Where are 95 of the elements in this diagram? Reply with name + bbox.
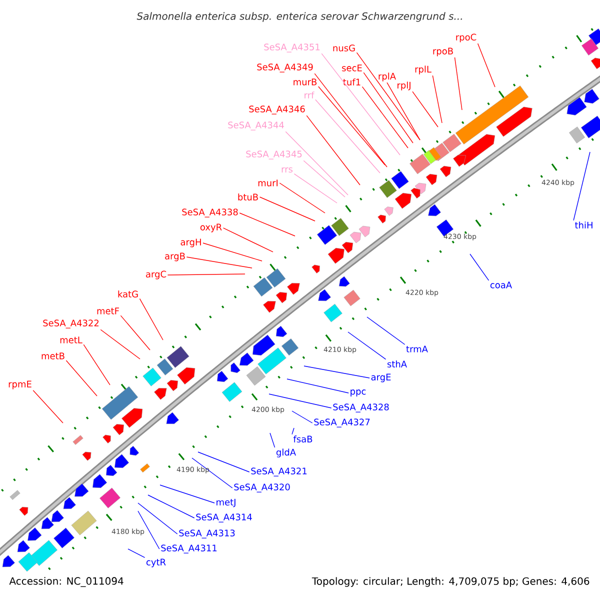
leader-line	[138, 510, 160, 550]
leader-line	[148, 494, 195, 518]
gene-label: oxyR	[200, 224, 222, 232]
leader-line	[270, 432, 276, 448]
leader-line	[314, 73, 388, 168]
gene-label: murI	[258, 180, 278, 186]
gene-label: rpoC	[456, 34, 476, 42]
gene-label: ppc	[350, 390, 366, 396]
gene-label: coaA	[490, 282, 512, 288]
gene-label: thiH	[575, 222, 592, 228]
leader-line	[315, 99, 380, 174]
leader-line	[366, 316, 406, 345]
gene-label: SeSA_A4345	[246, 150, 302, 160]
gene-label: SeSA_A4328	[333, 404, 389, 412]
gene-label: rrs	[282, 167, 293, 173]
leader-line	[470, 254, 490, 281]
gene-label: SeSA_A4351	[264, 44, 320, 52]
gene-label: katG	[118, 290, 138, 298]
gene-label: argB	[165, 252, 185, 262]
leader-line	[362, 86, 408, 148]
gene-label: metL	[60, 336, 82, 344]
gene-label: murB	[294, 78, 317, 86]
gene-label: metB	[42, 352, 64, 360]
leader-line	[138, 502, 178, 534]
leader-line	[202, 242, 262, 262]
leader-line	[186, 256, 252, 268]
leader-line	[66, 360, 98, 396]
leader-line	[292, 428, 294, 435]
genome-info-text: Topology: circular; Length: 4,709,075 bp; Genes: 4,606	[312, 577, 590, 587]
gene-label: gldA	[276, 448, 296, 458]
leader-line	[294, 173, 338, 204]
gene-label: rpmE	[8, 380, 32, 390]
gene-label: argC	[146, 270, 166, 280]
leader-line	[412, 91, 438, 128]
leader-line	[432, 75, 442, 124]
gene-label: rplJ	[398, 82, 410, 90]
leader-line	[120, 315, 150, 350]
leader-line	[318, 86, 386, 166]
leader-line	[304, 366, 370, 378]
leader-line	[363, 72, 414, 144]
gene-label: secE	[342, 64, 362, 72]
leader-line	[356, 52, 420, 140]
gene-label: fsaB	[293, 436, 312, 442]
gene-label: SeSA_A4321	[251, 468, 307, 476]
leader-line	[32, 390, 64, 424]
gene-label: nusG	[333, 44, 355, 52]
gene-label: SeSA_A4313	[179, 530, 235, 538]
leader-line	[128, 548, 146, 558]
gene-label: SeSA_A4320	[234, 484, 290, 492]
leader-line	[222, 228, 274, 252]
leader-line	[386, 82, 420, 140]
gene-label: argH	[180, 238, 201, 248]
leader-line	[83, 344, 110, 386]
leader-line	[279, 182, 326, 214]
leader-line	[573, 152, 590, 221]
gene-label: rrf	[304, 92, 314, 98]
gene-label: cytR	[146, 558, 166, 568]
leader-line	[477, 43, 496, 88]
gene-label: SeSA_A4349	[257, 64, 313, 72]
gene-label: rplL	[415, 66, 432, 74]
gene-label: SeSA_A4338	[182, 208, 238, 218]
gene-label: SeSA_A4327	[314, 418, 370, 428]
leader-line	[160, 484, 215, 504]
gene-label: SeSA_A4322	[43, 320, 99, 328]
gene-label: tuf1	[343, 78, 360, 86]
gene-label: SeSA_A4346	[249, 106, 305, 114]
gene-label: trmA	[406, 346, 428, 352]
leader-line	[198, 452, 250, 472]
leader-line	[454, 57, 462, 110]
gene-label: rplA	[378, 72, 396, 82]
gene-label: metJ	[216, 498, 236, 508]
leader-line	[292, 410, 313, 424]
leader-line	[321, 53, 400, 156]
gene-label: argE	[371, 374, 391, 382]
leader-line	[286, 378, 349, 394]
leader-line	[139, 298, 164, 340]
leader-line	[259, 196, 316, 222]
leader-line	[100, 329, 140, 360]
accession-text: Accession: NC_011094	[9, 577, 124, 587]
leader-line	[268, 394, 332, 408]
leader-line	[348, 332, 386, 360]
leader-line	[285, 131, 348, 196]
leader-line	[192, 458, 233, 488]
leader-line	[239, 212, 296, 236]
gene-label: btuB	[238, 194, 258, 200]
leader-line	[306, 115, 360, 186]
leader-line	[303, 160, 346, 198]
gene-label: SeSA_A4314	[196, 514, 252, 522]
gene-label: rpoB	[433, 48, 453, 56]
leader-line	[167, 274, 246, 276]
gene-label: SeSA_A4344	[228, 122, 284, 130]
gene-label: sthA	[387, 360, 407, 368]
title: Salmonella enterica subsp. enterica serovar Schwarzengrund s...	[136, 12, 462, 22]
gene-label: metF	[97, 308, 119, 314]
gene-label: SeSA_A4311	[161, 544, 217, 554]
